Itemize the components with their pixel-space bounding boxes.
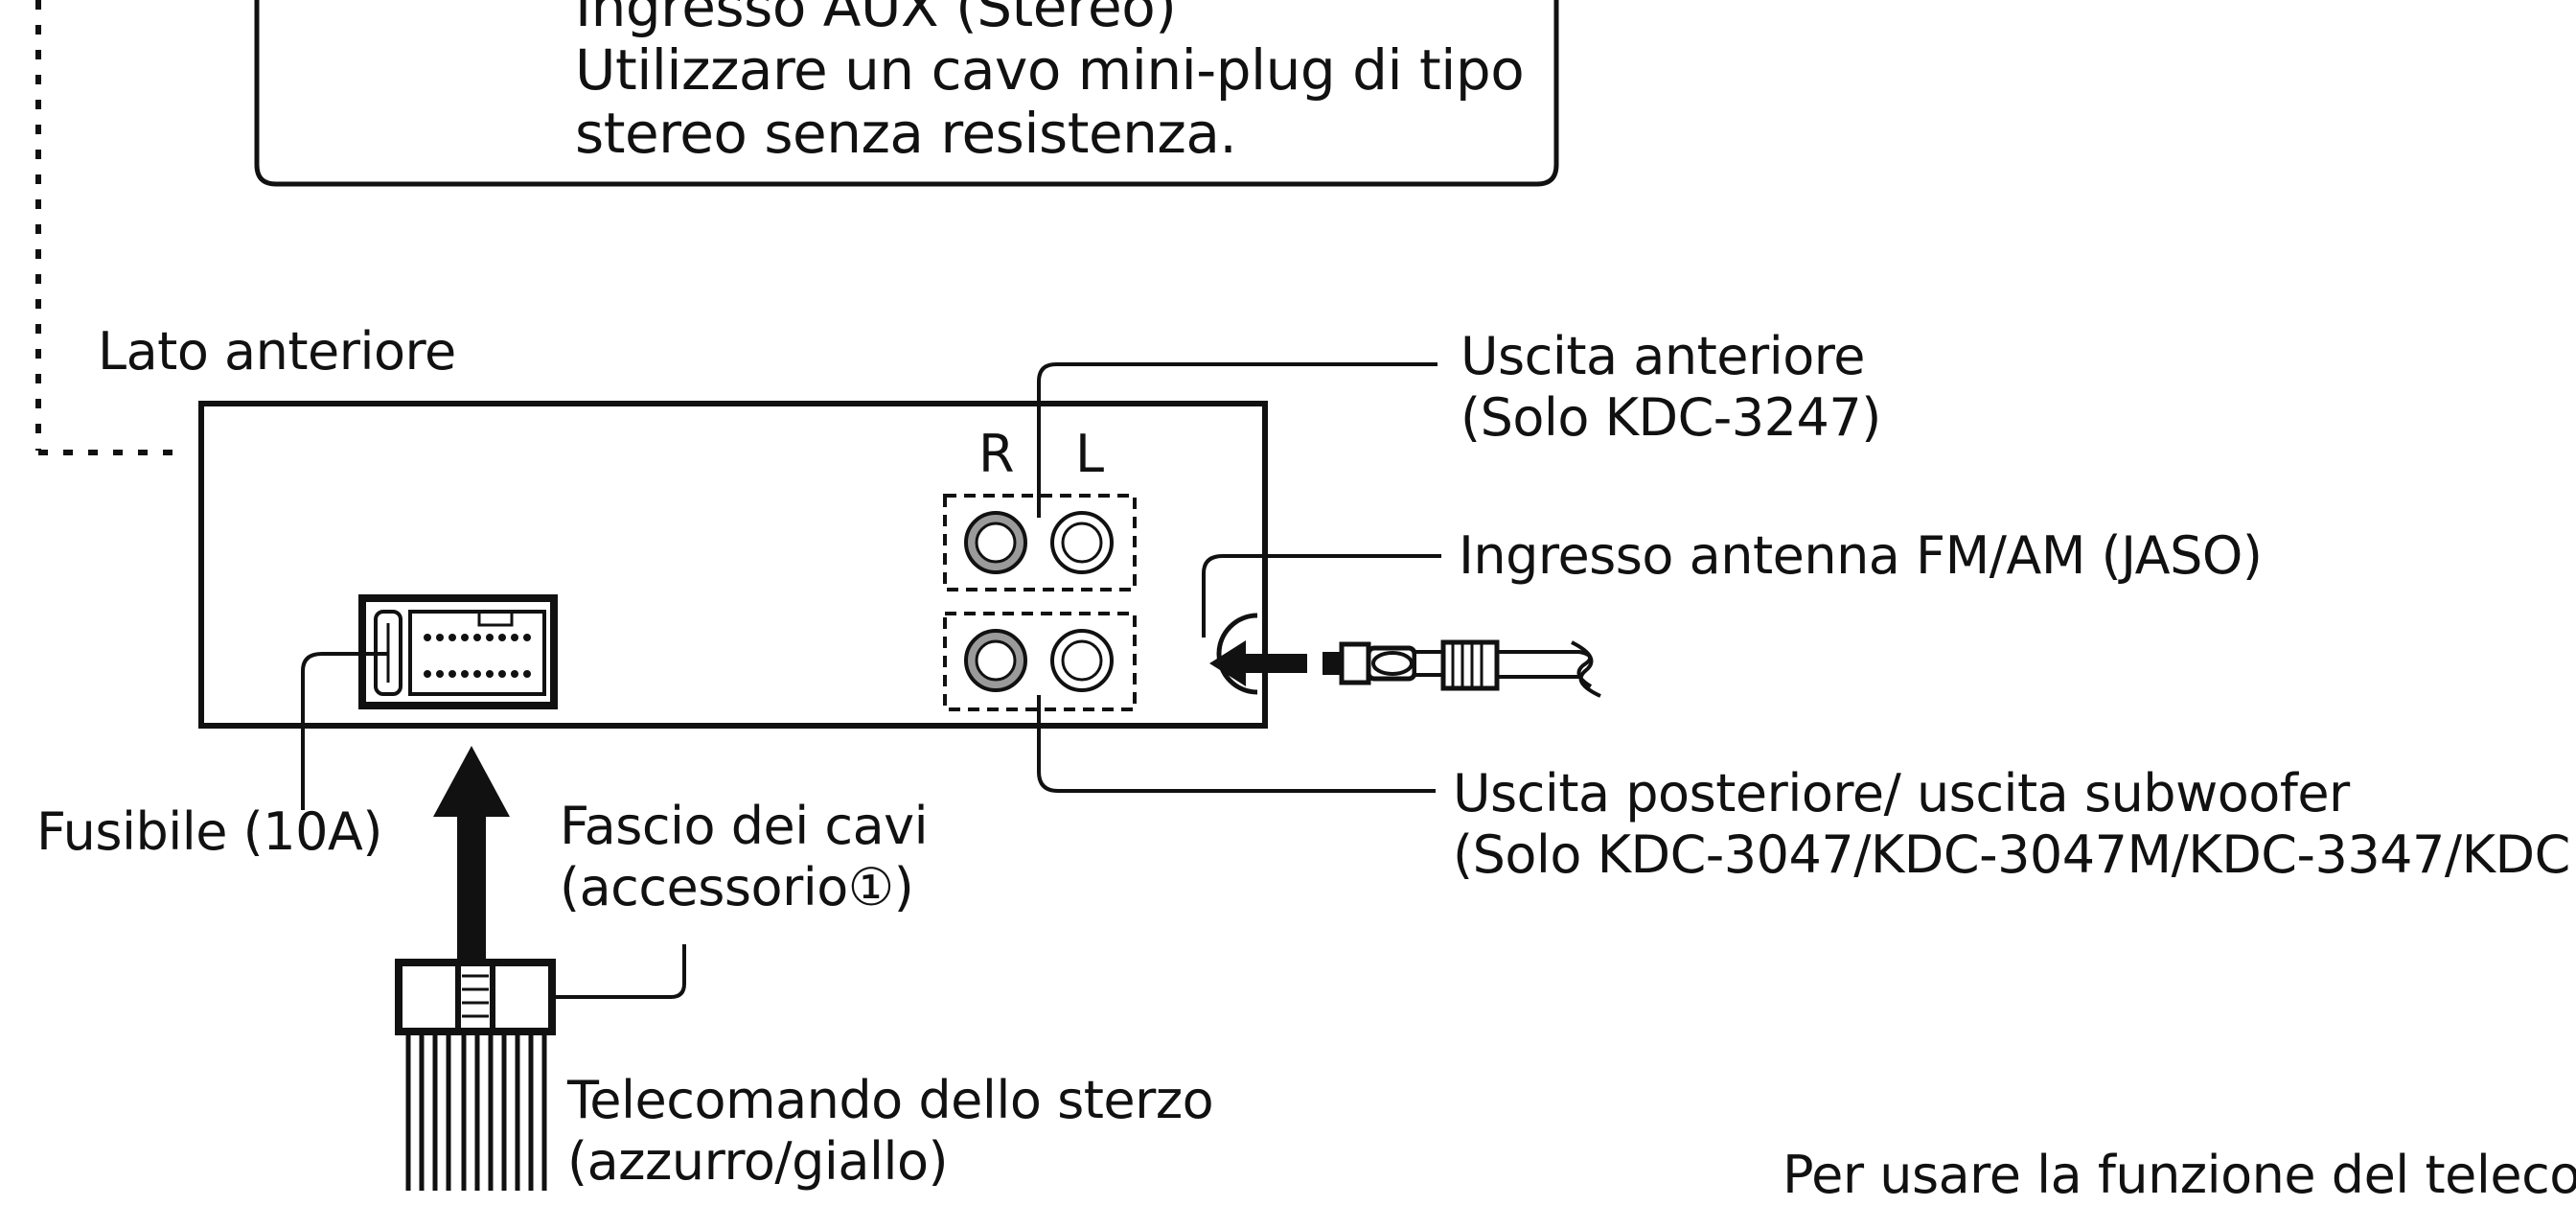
rear-rca-outputs — [943, 612, 1137, 711]
dotted-leader — [35, 0, 182, 455]
front-side-label: Lato anteriore — [98, 321, 456, 382]
power-connector — [358, 594, 558, 709]
aux-input-title: Ingresso AUX (Stereo) — [575, 0, 1177, 39]
wiring-harness-accessory: (accessorio①) — [560, 857, 914, 917]
wiring-harness-label: Fascio dei cavi (accessorio①) — [560, 796, 929, 918]
rear-output-leader-line — [1037, 695, 1436, 793]
right-channel-label: R — [978, 424, 1015, 484]
harness-leader-line — [554, 944, 686, 999]
aux-cable-instruction: Utilizzare un cavo mini-plug di tipo — [575, 37, 1525, 103]
antenna-leader-line — [1202, 554, 1441, 638]
front-rca-outputs — [943, 494, 1137, 591]
steering-remote-colors: (azzurro/giallo) — [567, 1131, 949, 1192]
fuse-leader-line — [301, 652, 387, 810]
left-channel-label: L — [1075, 424, 1104, 484]
footnote-text: Per usare la funzione del teleco — [1782, 1145, 2576, 1205]
rear-output-label: Uscita posteriore/ uscita subwoofer (Sol… — [1453, 763, 2570, 886]
wiring-harness-title: Fascio dei cavi — [560, 796, 929, 856]
antenna-plug — [1322, 639, 1601, 698]
antenna-socket — [1216, 613, 1258, 695]
aux-callout-box — [254, 0, 1559, 187]
harness-wires — [405, 1032, 547, 1191]
aux-input-description: Ingresso AUX (Stereo) Utilizzare un cavo… — [575, 0, 1525, 166]
front-output-models: (Solo KDC-3247) — [1460, 387, 1881, 448]
antenna-arrow — [1209, 640, 1307, 686]
front-output-leader-line — [1037, 362, 1438, 518]
fuse-label: Fusibile (10A) — [36, 801, 382, 862]
rear-output-title: Uscita posteriore/ uscita subwoofer — [1453, 763, 2350, 823]
head-unit-rear-panel — [198, 401, 1268, 729]
wiring-harness-connector — [395, 959, 556, 1035]
steering-remote-label: Telecomando dello sterzo (azzurro/giallo… — [567, 1070, 1214, 1193]
aux-cable-instruction-cont: stereo senza resistenza. — [575, 101, 1237, 166]
front-output-title: Uscita anteriore — [1460, 326, 1865, 386]
rear-output-models: (Solo KDC-3047/KDC-3047M/KDC-3347/KDC — [1453, 824, 2570, 885]
steering-remote-title: Telecomando dello sterzo — [567, 1070, 1214, 1130]
antenna-input-label: Ingresso antenna FM/AM (JASO) — [1459, 525, 2263, 586]
front-output-label: Uscita anteriore (Solo KDC-3247) — [1460, 326, 1881, 449]
harness-arrow — [433, 746, 510, 987]
